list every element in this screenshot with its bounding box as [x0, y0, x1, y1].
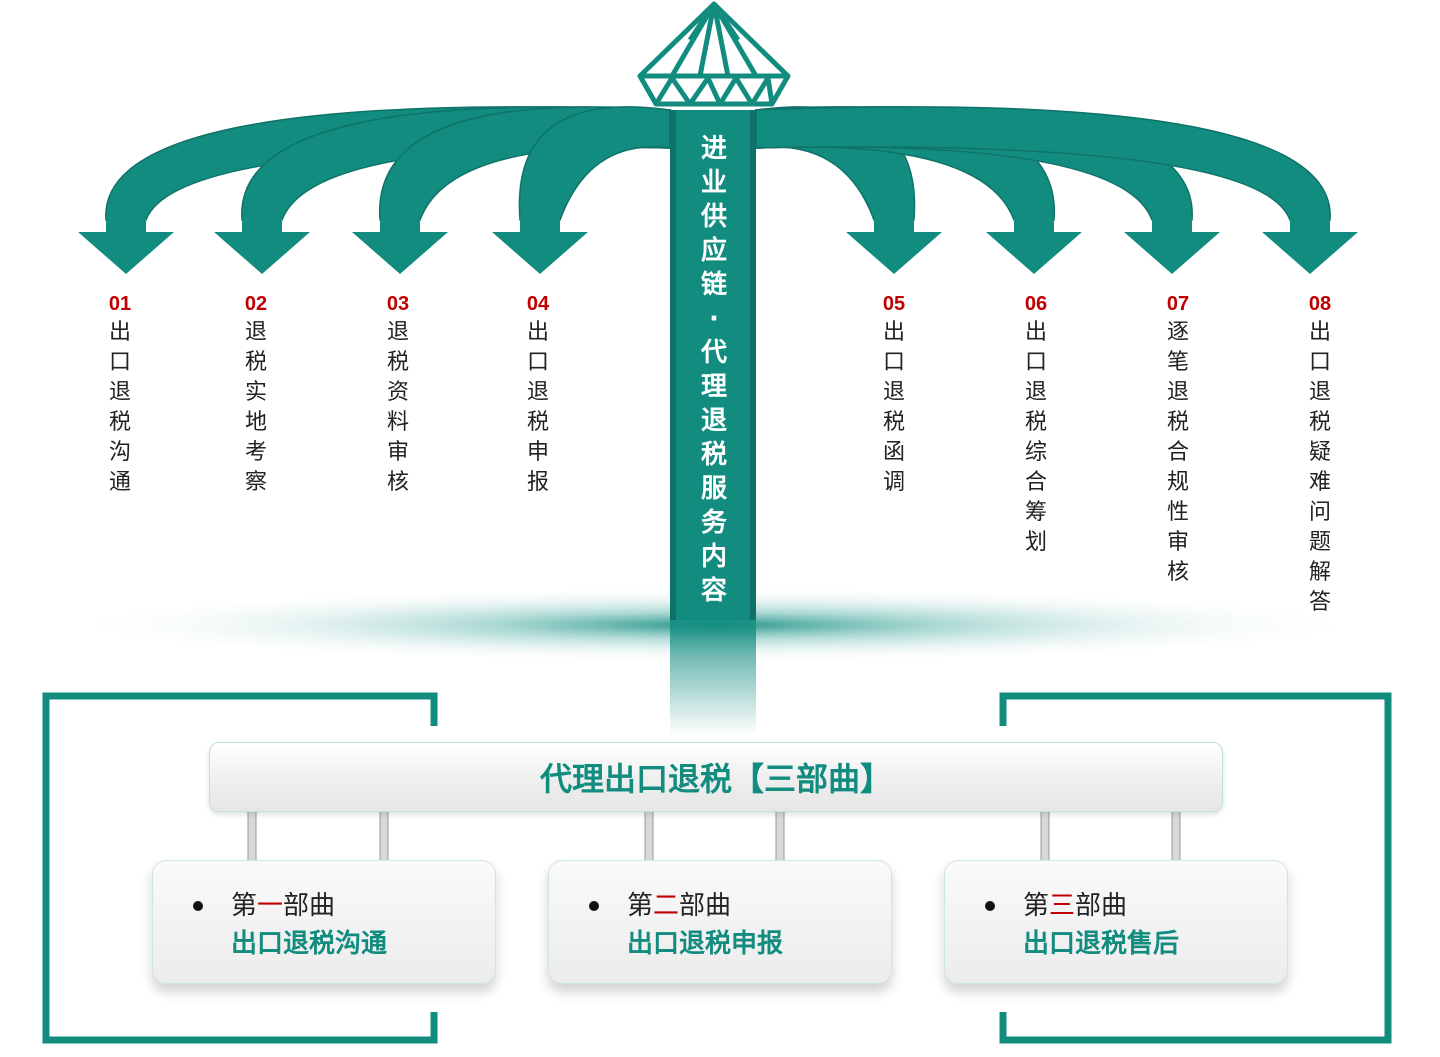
banner-title-text: 代理出口退税【三部曲】 — [539, 760, 892, 798]
arrow-head-icon — [78, 232, 174, 274]
arrow-stem — [1014, 218, 1054, 252]
step-number: 03 — [386, 293, 410, 315]
step-label: 出口退税函调 — [882, 320, 905, 495]
part-title: 第二部曲 — [627, 891, 732, 921]
step-3: 03 退税资料审核 — [380, 290, 416, 498]
step-4: 04 出口退税申报 — [520, 290, 556, 498]
banner-title: 代理出口退税【三部曲】 — [209, 742, 1223, 812]
arrow-stem — [242, 218, 282, 252]
arrow-stem — [380, 218, 420, 252]
bullet-dot — [589, 901, 599, 911]
arrow-head-icon — [214, 232, 310, 274]
pillar-title: 进业供应链·代理退税服务内容 — [700, 134, 727, 606]
step-number: 04 — [526, 293, 550, 315]
part-card-2: 第二部曲 出口退税申报 — [548, 860, 892, 984]
step-label: 退税实地考察 — [244, 320, 267, 495]
arrow-stem — [1290, 218, 1330, 252]
step-1: 01 出口退税沟通 — [102, 290, 138, 498]
step-label: 出口退税沟通 — [108, 320, 131, 495]
arrow-stem — [520, 218, 560, 252]
step-2: 02 退税实地考察 — [238, 290, 274, 498]
curved-arrow-4 — [518, 106, 671, 221]
step-label: 逐笔退税合规性审核 — [1166, 320, 1189, 585]
step-6: 06 出口退税综合筹划 — [1018, 290, 1054, 558]
step-number: 07 — [1166, 293, 1190, 315]
part-subtitle: 出口退税申报 — [627, 929, 784, 959]
arrow-stem — [874, 218, 914, 252]
step-label: 出口退税申报 — [526, 320, 549, 495]
step-label: 退税资料审核 — [386, 320, 409, 495]
step-label: 出口退税疑难问题解答 — [1308, 320, 1331, 615]
arrow-head-icon — [492, 232, 588, 274]
pillar — [670, 110, 756, 620]
part-subtitle: 出口退税沟通 — [231, 929, 388, 959]
arrow-head-icon — [352, 232, 448, 274]
arrow-group — [78, 106, 1358, 274]
step-7: 07 逐笔退税合规性审核 — [1160, 290, 1196, 588]
part-subtitle: 出口退税售后 — [1023, 929, 1180, 959]
part-title: 第三部曲 — [1023, 891, 1128, 921]
step-number: 08 — [1308, 293, 1332, 315]
step-number: 05 — [882, 293, 906, 315]
arrow-head-icon — [986, 232, 1082, 274]
step-5: 05 出口退税函调 — [876, 290, 912, 498]
step-number: 06 — [1024, 293, 1048, 315]
step-label: 出口退税综合筹划 — [1024, 320, 1047, 555]
arrow-head-icon — [1262, 232, 1358, 274]
bracket-frames — [42, 692, 1392, 1044]
arrow-head-icon — [1124, 232, 1220, 274]
part-card-1: 第一部曲 出口退税沟通 — [152, 860, 496, 984]
step-number: 02 — [244, 293, 268, 315]
bullet-dot — [985, 901, 995, 911]
step-8: 08 出口退税疑难问题解答 — [1302, 290, 1338, 618]
step-number: 01 — [108, 293, 132, 315]
part-card-3: 第三部曲 出口退税售后 — [944, 860, 1288, 984]
diamond-icon — [637, 1, 791, 107]
bullet-dot — [193, 901, 203, 911]
part-title: 第一部曲 — [231, 891, 336, 921]
arrow-head-icon — [846, 232, 942, 274]
pillar-fade — [670, 615, 756, 735]
arrow-stem — [106, 218, 146, 252]
arrow-stem — [1152, 218, 1192, 252]
